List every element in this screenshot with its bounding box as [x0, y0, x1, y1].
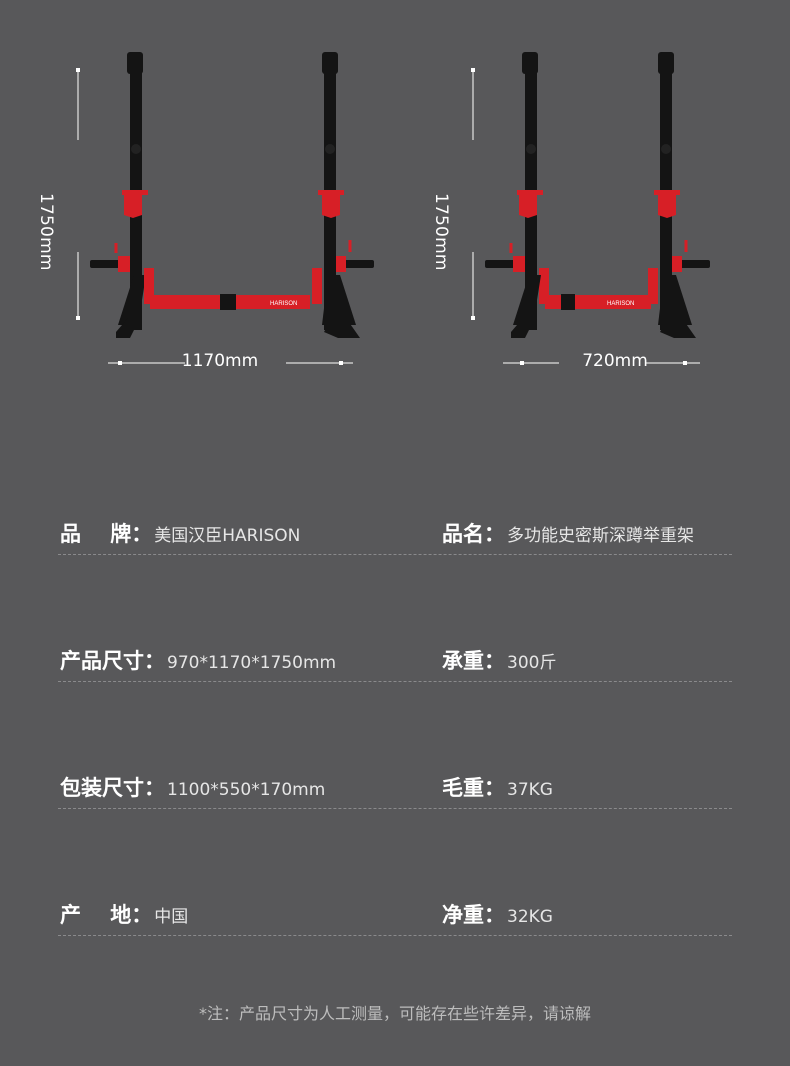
spec-value: 美国汉臣HARISON — [154, 526, 301, 546]
width-dimension-label: 1170mm — [181, 351, 259, 371]
height-dimension-label: 1750mm — [36, 193, 56, 271]
spec-label: 产 地： — [60, 903, 153, 927]
spec-load-capacity: 承重： 300斤 — [442, 645, 556, 675]
spec-row-package: 包装尺寸： 1100*550*170mm 毛重： 37KG — [58, 768, 732, 809]
spec-label: 净重： — [442, 903, 505, 927]
spec-product-name: 品名： 多功能史密斯深蹲举重架 — [442, 518, 694, 548]
spec-label: 包装尺寸： — [60, 776, 165, 800]
spec-value: 多功能史密斯深蹲举重架 — [507, 526, 694, 546]
spec-net-weight: 净重： 32KG — [442, 899, 553, 929]
spec-row-brand: 品 牌： 美国汉臣HARISON 品名： 多功能史密斯深蹲举重架 — [58, 514, 732, 555]
brand-mark: HARISON — [270, 301, 297, 307]
spec-label: 品名： — [442, 522, 505, 546]
rack-figure-narrow: HARISON 1750mm 720mm — [431, 40, 775, 380]
measurement-note: *注：产品尺寸为人工测量，可能存在些许差异，请谅解 — [198, 1004, 591, 1023]
spec-value: 中国 — [154, 907, 189, 927]
rack-illustration-wide: HARISON — [76, 52, 374, 365]
spec-value: 1100*550*170mm — [167, 780, 326, 800]
spec-label: 承重： — [442, 649, 505, 673]
spec-row-size: 产品尺寸： 970*1170*1750mm 承重： 300斤 — [58, 641, 732, 682]
height-dimension-label: 1750mm — [431, 193, 451, 271]
spec-origin: 产 地： 中国 — [60, 899, 188, 929]
brand-mark: HARISON — [607, 301, 634, 307]
spec-value: 32KG — [507, 907, 553, 927]
width-dimension-label: 720mm — [582, 351, 648, 371]
spec-brand: 品 牌： 美国汉臣HARISON — [60, 518, 300, 548]
rack-figure-wide: HARISON 1750mm 1170mm — [36, 40, 380, 380]
spec-row-origin: 产 地： 中国 净重： 32KG — [58, 895, 732, 936]
spec-label: 毛重： — [442, 776, 505, 800]
spec-value: 37KG — [507, 780, 553, 800]
spec-label: 品 牌： — [60, 522, 153, 546]
spec-value: 300斤 — [507, 653, 557, 673]
rack-illustration-narrow: HARISON — [471, 52, 710, 365]
spec-product-size: 产品尺寸： 970*1170*1750mm — [60, 645, 336, 675]
spec-gross-weight: 毛重： 37KG — [442, 772, 553, 802]
spec-label: 产品尺寸： — [60, 649, 165, 673]
spec-value: 970*1170*1750mm — [167, 653, 337, 673]
spec-package-size: 包装尺寸： 1100*550*170mm — [60, 772, 325, 802]
